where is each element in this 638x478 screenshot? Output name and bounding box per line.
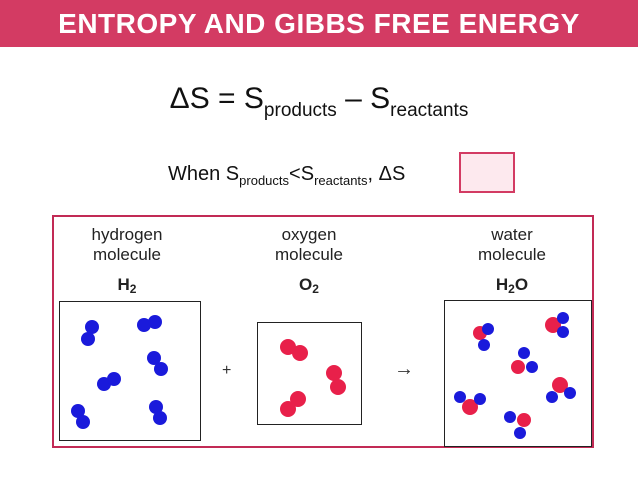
water-formula-a: H: [495, 275, 509, 294]
water-molecule: [546, 377, 576, 403]
hydrogen-molecule: [147, 351, 168, 376]
title-bar: ENTROPY AND GIBBS FREE ENERGY: [0, 0, 638, 47]
oxygen-molecule: [280, 339, 308, 361]
hydrogen-label: hydrogen molecule: [72, 225, 182, 265]
cond-suffix: , ΔS: [367, 163, 406, 185]
eq-lhs: ΔS = S: [169, 82, 264, 115]
water-formula-b: O: [514, 275, 529, 294]
water-label: water molecule: [460, 225, 564, 265]
water-formula: H2O: [482, 275, 542, 296]
water-molecule: [545, 312, 569, 338]
hydrogen-molecule: [71, 404, 90, 429]
water-molecule: [454, 391, 486, 415]
hydrogen-molecule: [137, 315, 162, 332]
oxygen-formula-sub: 2: [312, 282, 319, 296]
water-molecule: [473, 323, 494, 351]
hydrogen-molecule: [97, 372, 121, 391]
hydrogen-formula-main: H: [117, 275, 130, 294]
hydrogen-molecule: [81, 320, 99, 346]
molecules-layer: [71, 312, 576, 439]
oxygen-label-line2: molecule: [274, 245, 344, 264]
water-molecule: [511, 347, 538, 374]
hydrogen-formula: H2: [102, 275, 152, 296]
oxygen-molecule: [326, 365, 346, 395]
condition-statement: When Sproducts<Sreactants, ΔS: [168, 163, 405, 188]
oxygen-label: oxygen molecule: [259, 225, 359, 265]
hydrogen-box: [59, 301, 201, 441]
eq-sub-reactants: reactants: [390, 100, 469, 121]
water-label-line2: molecule: [477, 245, 547, 264]
slide-title: ENTROPY AND GIBBS FREE ENERGY: [58, 7, 580, 39]
oxygen-label-line1: oxygen: [281, 225, 337, 244]
cond-sub-products: products: [239, 173, 290, 188]
plus-sign: +: [222, 362, 232, 379]
hydrogen-formula-sub: 2: [129, 282, 137, 296]
water-label-line1: water: [491, 225, 533, 244]
water-box: [444, 300, 592, 447]
cond-prefix: When S: [168, 163, 240, 185]
oxygen-box: [257, 322, 362, 425]
water-molecule: [504, 411, 531, 439]
oxygen-molecule: [280, 391, 306, 417]
hydrogen-label-line2: molecule: [92, 245, 162, 264]
hydrogen-label-line1: hydrogen: [91, 225, 163, 244]
oxygen-formula: O2: [284, 275, 334, 296]
eq-minus: – S: [336, 82, 391, 115]
reaction-figure: hydrogen molecule H2 oxygen molecule O2 …: [52, 215, 594, 448]
eq-sub-products: products: [263, 100, 337, 121]
reaction-arrow: →: [394, 358, 414, 380]
answer-box[interactable]: [459, 152, 515, 193]
cond-lt: <S: [289, 163, 315, 185]
water-formula-sub: 2: [508, 282, 515, 296]
oxygen-formula-main: O: [299, 275, 313, 294]
cond-sub-reactants: reactants: [314, 173, 368, 188]
hydrogen-molecule: [149, 400, 167, 425]
entropy-equation: ΔS = Sproducts – Sreactants: [0, 82, 638, 122]
